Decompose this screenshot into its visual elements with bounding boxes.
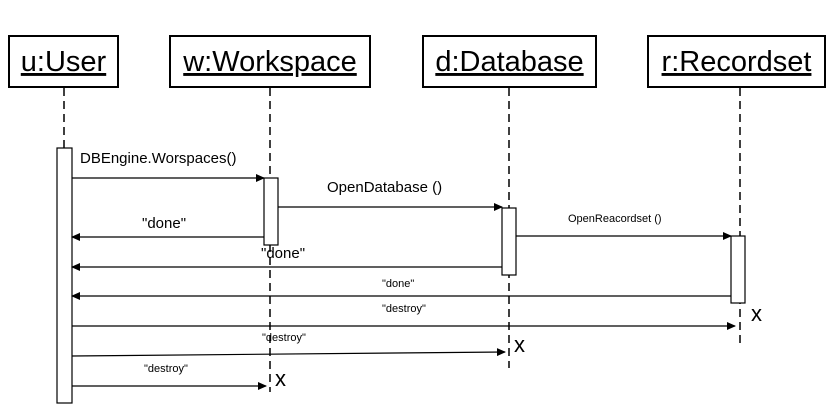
msg-label-5: OpenReacordset () bbox=[568, 213, 662, 225]
recordset-activation-bar bbox=[730, 235, 746, 304]
workspace-activation-bar bbox=[263, 177, 279, 246]
workspace-object: w:Workspace bbox=[169, 35, 371, 88]
database-object-label: d:Database bbox=[435, 46, 583, 78]
workspace-object-label: w:Workspace bbox=[182, 46, 357, 78]
recordset-destroy-mark: x bbox=[751, 301, 762, 326]
msg-label-2: "done" bbox=[142, 215, 186, 232]
workspace-destroy-mark: x bbox=[275, 366, 286, 391]
user-object: u:User bbox=[8, 35, 119, 88]
database-object: d:Database bbox=[422, 35, 597, 88]
msg-label-7: "destroy" bbox=[382, 303, 426, 315]
user-object-label: u:User bbox=[21, 46, 107, 78]
msg-label-9: "destroy" bbox=[144, 363, 188, 375]
recordset-object: r:Recordset bbox=[647, 35, 826, 88]
msg-label-3: OpenDatabase () bbox=[327, 179, 442, 196]
database-activation-bar bbox=[501, 207, 517, 276]
msg-arrow-8 bbox=[71, 348, 506, 357]
database-destroy-mark: x bbox=[514, 332, 525, 357]
recordset-object-label: r:Recordset bbox=[662, 46, 812, 78]
msg-label-8: "destroy" bbox=[262, 332, 306, 344]
msg-label-6: "done" bbox=[382, 278, 414, 290]
msg-label-4: "done" bbox=[261, 245, 305, 262]
msg-label-1: DBEngine.Worspaces() bbox=[80, 150, 236, 167]
user-activation-bar bbox=[56, 147, 73, 404]
